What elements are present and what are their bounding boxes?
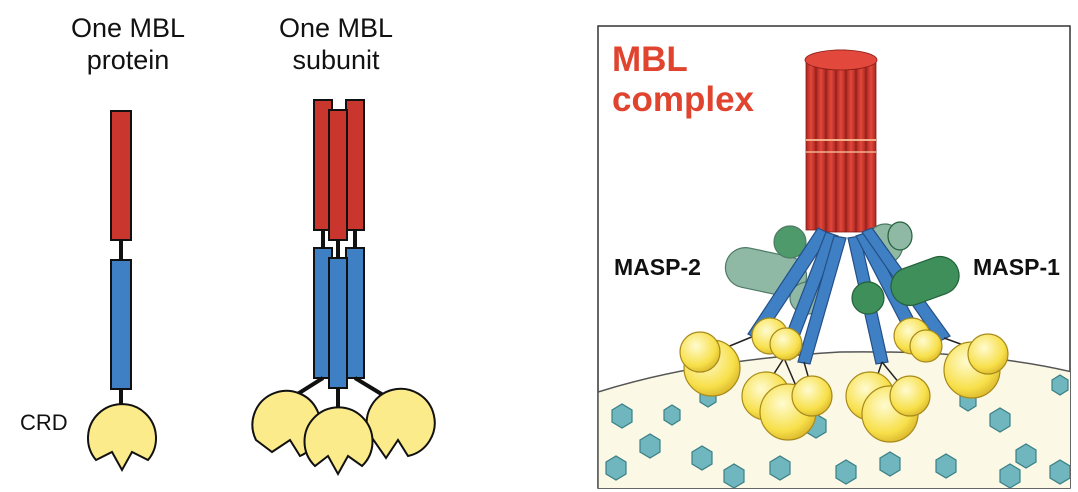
- label-crd: CRD: [20, 410, 68, 435]
- label-one-mbl-subunit: One MBL subunit: [278, 13, 394, 75]
- mbl-complex-panel: [597, 25, 1071, 489]
- label-one-mbl-protein: One MBL protein: [70, 13, 186, 75]
- crd-balls: [679, 317, 1009, 443]
- label-masp-1: MASP-1: [973, 254, 1060, 280]
- label-mbl-complex: MBL complex: [612, 40, 754, 119]
- collagen-bundle: [804, 49, 878, 233]
- sugar-hexagons: [605, 374, 1070, 488]
- masp-1-shapes: [851, 221, 960, 315]
- mbl-subunit-figure: [251, 99, 436, 477]
- collagen-domain: [110, 110, 132, 241]
- neck-domain: [110, 259, 132, 390]
- mbl-protein-figure: [87, 110, 157, 473]
- crd-domain: [87, 403, 157, 473]
- label-masp-2: MASP-2: [614, 254, 701, 280]
